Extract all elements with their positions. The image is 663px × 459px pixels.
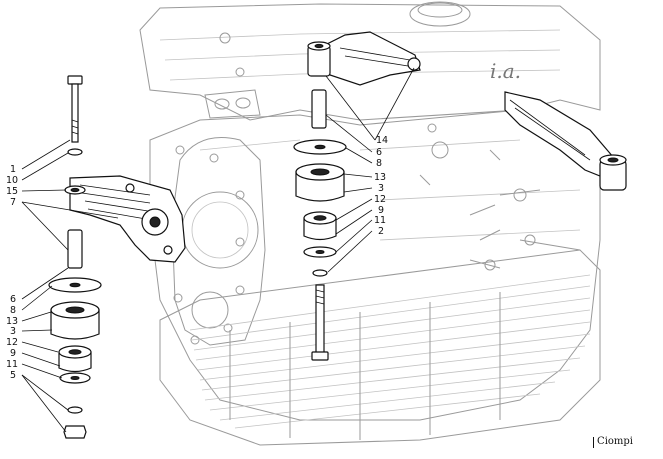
callout-label: 2	[378, 226, 384, 237]
callout-label: 5	[10, 370, 16, 381]
leader-lines	[21, 67, 415, 433]
callout-label: 7	[10, 197, 16, 208]
callout-label: 9	[378, 205, 384, 216]
artist-signature: Ciompi	[593, 436, 633, 448]
callout-label: 12	[374, 194, 386, 205]
callout-label: 8	[10, 305, 16, 316]
callout-label: 6	[376, 147, 382, 158]
callout-label: 10	[6, 175, 18, 186]
callout-label: 11	[374, 215, 386, 226]
callouts-right: 14 6 8 13 3 12 9 11 2	[374, 135, 388, 237]
engine-block: i.a.	[139, 1, 601, 446]
right-side-mount-bracket	[504, 91, 627, 191]
callout-label: 13	[374, 172, 386, 183]
callout-label: 9	[10, 348, 16, 359]
right-mount-stack	[293, 31, 421, 361]
callout-label: 12	[6, 337, 18, 348]
callout-label: 3	[10, 326, 16, 337]
callout-label: 14	[376, 135, 388, 146]
callout-label: 3	[378, 183, 384, 194]
callout-label: 11	[6, 359, 18, 370]
engine-text: i.a.	[490, 59, 521, 83]
callout-label: 1	[10, 164, 16, 175]
callout-label: 13	[6, 316, 18, 327]
callout-label: 15	[6, 186, 18, 197]
callout-label: 8	[376, 158, 382, 169]
callouts-left: 1 10 15 7 6 8 13 3 12 9 11 5	[6, 164, 18, 381]
left-mount-stack	[48, 75, 186, 439]
callout-label: 6	[10, 294, 16, 305]
